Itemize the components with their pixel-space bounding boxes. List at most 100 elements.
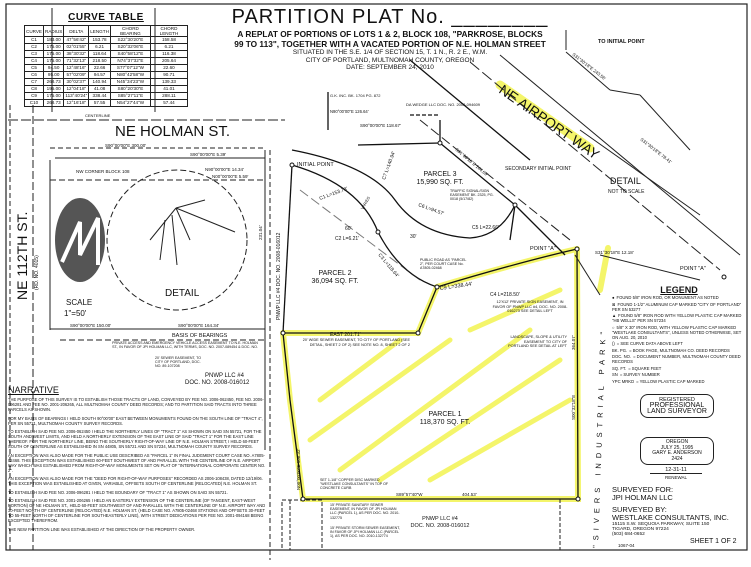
copper-disc-note: SET 1-1/8" COPPER DISC MARKED "WESTLAKE … bbox=[320, 478, 388, 490]
detail-right-label: DETAIL bbox=[610, 176, 641, 186]
curve-cell: 90.71 bbox=[149, 71, 189, 79]
legend-item: ()= SEE CURVE DATA ABOVE LEFT bbox=[612, 341, 746, 346]
curve-cell: 94.50 bbox=[42, 64, 65, 72]
point-a-detail-label: POINT "A" bbox=[680, 266, 706, 272]
north-arrow-icon bbox=[55, 198, 105, 282]
legend-symbol: SN bbox=[612, 372, 618, 377]
nw-corner-label: NW CORNER BLOCK 108 bbox=[76, 169, 130, 174]
curve-cell: 12°04'18" bbox=[63, 85, 90, 93]
curve-cell: 140.94 bbox=[88, 78, 111, 86]
curve-c9-label: C9 L=338.44' bbox=[439, 281, 472, 291]
airport-way-label: NE AIRPORT WAY bbox=[496, 81, 603, 162]
sanitary-sewer-note: 15' PRIVATE SANITARY SEWER EASEMENT, IN … bbox=[330, 503, 400, 520]
legend-symbol: () bbox=[612, 341, 615, 346]
curve-cell: C9 bbox=[24, 92, 44, 100]
curve-cell: 12°48'16" bbox=[63, 64, 90, 72]
parcel-2-name: PARCEL 2 bbox=[318, 270, 351, 277]
curve-cell: 71°32'13" bbox=[63, 57, 90, 65]
narrative-paragraph: TO ESTABLISH SAID FEE NO. 2006-062450 I … bbox=[8, 429, 262, 449]
col-length: LENGTH bbox=[88, 25, 111, 37]
curve-cell: 57°02'09" bbox=[63, 71, 90, 79]
surveyor-phone: (503) 684-0652 bbox=[612, 532, 645, 537]
parcel-1-name: PARCEL 1 bbox=[428, 411, 461, 418]
legend-item: SN= SURVEY NUMBER bbox=[612, 372, 746, 377]
curve-table-grid: CURVE RADIUS DELTA LENGTH CHORD BEARING … bbox=[24, 25, 189, 107]
narrative-paragraph: FOR MY BASIS OF BEARINGS I HELD SOUTH 90… bbox=[8, 415, 263, 426]
dim-s31-144: S31°30'18"E 144.69' bbox=[454, 147, 489, 177]
curve-cell: 139.33 bbox=[149, 78, 189, 86]
dim-left-bearing: N00°00'00"E 108.32' bbox=[296, 448, 301, 490]
legend-item: BK. PG.= BOOK PAGE, MULTNOMAH CO. DEED R… bbox=[612, 348, 746, 353]
legend-symbol: DOC. NO. bbox=[612, 354, 632, 359]
dim-top-300: S90°00'00"E 300.00' bbox=[105, 143, 146, 148]
curve-cell: 175.00 bbox=[42, 50, 65, 58]
narrative-paragraph: TO ESTABLISH SAID FEE NO. 2006-096281 I … bbox=[8, 489, 228, 495]
point-a-label: POINT "A" bbox=[530, 246, 556, 252]
legend: LEGEND ●FOUND 5/8" IRON ROD, OR MONUMENT… bbox=[612, 286, 746, 385]
renewal-label: RENEWAL bbox=[664, 475, 688, 480]
curve-c5-label: C5 L=22.66' bbox=[472, 225, 499, 231]
stamp-date: JULY 25, 1995 bbox=[660, 444, 694, 451]
public-road-note: PUBLIC ROAD AS "PARCEL 2", PER COURT CAS… bbox=[420, 258, 466, 270]
stamp-state: OREGON bbox=[665, 439, 689, 445]
dim-231: 231.04' bbox=[258, 225, 263, 240]
curve-cell: 6.21 bbox=[88, 43, 111, 51]
title-block: PARTITION PLAT No. ________ A REPLAT OF … bbox=[200, 6, 580, 72]
renewal-date: 12-31-11 bbox=[650, 467, 702, 474]
curve-cell: C7 bbox=[24, 78, 44, 86]
curve-cell: C2 bbox=[24, 43, 44, 51]
pnwp-bottom-doc: DOC. NO. 2008-016012 bbox=[410, 523, 469, 529]
col-radius: RADIUS bbox=[42, 25, 65, 37]
legend-item: DOC. NO.= DOCUMENT NUMBER, MULTNOMAH COU… bbox=[612, 354, 746, 364]
col-chord-length: CHORD LENGTH bbox=[149, 25, 189, 37]
surveyor-address-1: 15115 S.W. SEQUOIA PARKWAY, SUITE 150 bbox=[612, 522, 710, 527]
curve-cell: N74°37'32"E bbox=[109, 57, 151, 65]
curve-cell: 268.73 bbox=[42, 78, 65, 86]
curve-cell: 95.00 bbox=[42, 71, 65, 79]
curve-cell: 158.58 bbox=[149, 36, 189, 44]
curve-table-title: CURVE TABLE bbox=[68, 12, 144, 23]
dim-126: N90°00'00"E 126.64' bbox=[330, 109, 369, 114]
dim-bottom-bearing: S89°57'40"W bbox=[396, 492, 423, 497]
stamp-name: GARY E. ANDERSON bbox=[652, 450, 702, 456]
job-number: 1067-04 bbox=[618, 543, 635, 548]
legend-symbol: ⊠ bbox=[612, 301, 616, 307]
legend-symbol: ○ bbox=[612, 324, 615, 330]
traffic-easement-note: TRAFFIC SIGNAL/SIGN EASEMENT BK. 2325, P… bbox=[450, 189, 494, 201]
curve-cell: 205.64 bbox=[149, 57, 189, 65]
curve-cell: 153.78 bbox=[88, 36, 111, 44]
street-112-sub: (RD. NO. 4015) bbox=[34, 255, 40, 290]
scale-label: SCALE bbox=[66, 298, 92, 307]
storm-sewer-note: 15' PRIVATE STORM SEWER EASEMENT, IN FAV… bbox=[330, 526, 400, 538]
surveyor-address-2: TIGARD, OREGON 97224 bbox=[612, 527, 669, 532]
detail-lines bbox=[149, 199, 236, 266]
narrative-paragraph: AN EXCEPTION WAS ALSO MADE FOR THE "DEED… bbox=[8, 476, 263, 486]
legend-item: ▲FOUND 5/8" IRON ROD WITH YELLOW PLASTIC… bbox=[612, 313, 746, 323]
stamp-line: PROFESSIONAL bbox=[649, 402, 705, 409]
legend-item: ○5/8" X 30" IRON ROD, WITH YELLOW PLASTI… bbox=[612, 325, 746, 340]
curve-cell: C3 bbox=[24, 50, 44, 58]
legend-item: SQ. FT.= SQUARE FEET bbox=[612, 366, 746, 371]
curve-cell: N45°34'23"W bbox=[109, 78, 151, 86]
surveyed-for-label: SURVEYED FOR: bbox=[612, 485, 674, 494]
curve-cell: S77°07'12"W bbox=[109, 64, 151, 72]
curve-cell: 116.38 bbox=[149, 50, 189, 58]
col-delta: DELTA bbox=[63, 25, 90, 37]
legend-symbol: ▲ bbox=[612, 313, 617, 318]
gk-inc-label: G.K. INC. BK. 1704 PG. 872 bbox=[330, 93, 381, 98]
stamp-line: LAND SURVEYOR bbox=[647, 408, 707, 415]
narrative-paragraph: THE PURPOSE OF THIS SURVEY IS TO ESTABLI… bbox=[8, 397, 264, 412]
curve-c1-label: C1 L=153.78' bbox=[319, 186, 349, 202]
curve-c3-label: C3 L=118.64' bbox=[376, 252, 399, 278]
sheet-number: SHEET 1 OF 2 bbox=[690, 538, 737, 545]
surveyed-for-name: JPI HOLMAN LLC bbox=[612, 493, 673, 502]
dim-118: S90°00'00"E 118.67' bbox=[360, 123, 401, 128]
monuments bbox=[280, 140, 727, 502]
scale-value: 1"=50' bbox=[64, 309, 87, 318]
access-easement-note: PRIVATE ACCESS AND EMERGENCY VEHICLE ACC… bbox=[112, 341, 258, 349]
width-30: 30' bbox=[410, 234, 417, 240]
legend-item: ⊠FOUND 1-1/2" ALUMINUM CAP MARKED "CITY … bbox=[612, 302, 746, 312]
registered-surveyor-stamp: REGISTERED PROFESSIONAL LAND SURVEYOR bbox=[640, 394, 714, 418]
